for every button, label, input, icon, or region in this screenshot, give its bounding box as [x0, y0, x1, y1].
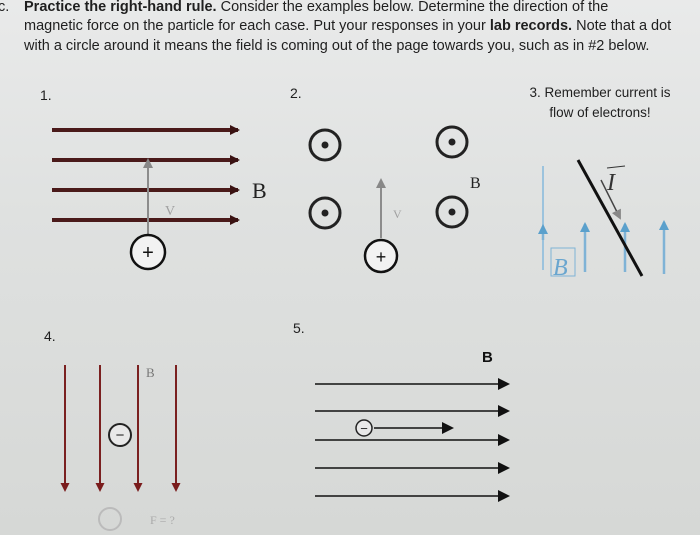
- charge-sign: −: [360, 421, 368, 436]
- field-out-of-page-icon: [435, 195, 469, 229]
- problem-4-number: 4.: [44, 328, 56, 344]
- positive-charge: [363, 238, 399, 274]
- problem-1-number: 1.: [40, 87, 52, 103]
- field-out-of-page-icon: [308, 196, 342, 230]
- problem-2-figure: V + B: [308, 125, 481, 274]
- instructions-bold: Practice the right-hand rule.: [24, 0, 217, 15]
- charge-sign: +: [376, 247, 387, 267]
- current-arrow: [600, 179, 621, 220]
- instructions-line-3: with a circle around it means the field …: [24, 38, 650, 54]
- faint-charge-icon: [98, 507, 122, 531]
- negative-charge: [108, 423, 132, 447]
- positive-charge: [129, 233, 167, 271]
- field-label: B: [553, 255, 568, 281]
- force-label: F = ?: [150, 513, 175, 527]
- velocity-label: V: [393, 207, 402, 221]
- instructions-line-2: magnetic force on the particle for each …: [24, 18, 672, 34]
- problem-5-figure: − B: [315, 349, 510, 502]
- problem-3-note: 3. Remember current is flow of electrons…: [529, 85, 671, 120]
- problem-4-figure: B − F = ?: [60, 365, 181, 531]
- field-out-of-page-icon: [308, 128, 342, 162]
- negative-charge: [355, 419, 373, 437]
- instructions-text: Consider the examples below. Determine t…: [216, 0, 609, 15]
- velocity-label: V: [165, 204, 175, 219]
- bullet: c.: [0, 0, 10, 15]
- field-label: B: [252, 178, 267, 203]
- problem-2-number: 2.: [290, 85, 302, 101]
- field-label: B: [482, 349, 493, 366]
- problem-1-figure: V + B: [52, 125, 267, 271]
- current-label: I: [606, 170, 616, 196]
- charge-sign: −: [116, 427, 125, 444]
- problem-3-number: 3.: [529, 85, 541, 100]
- instructions-line-1: c. Practice the right-hand rule. Conside…: [0, 0, 609, 17]
- problem-3-figure: I B: [538, 159, 669, 281]
- lab-records-emphasis: lab records.: [489, 18, 573, 34]
- problem-5-number: 5.: [293, 320, 305, 336]
- current-wire: [576, 159, 644, 277]
- field-out-of-page-icon: [435, 125, 469, 159]
- charge-sign: +: [142, 242, 154, 264]
- field-label: B: [146, 365, 155, 380]
- field-label: B: [470, 175, 481, 192]
